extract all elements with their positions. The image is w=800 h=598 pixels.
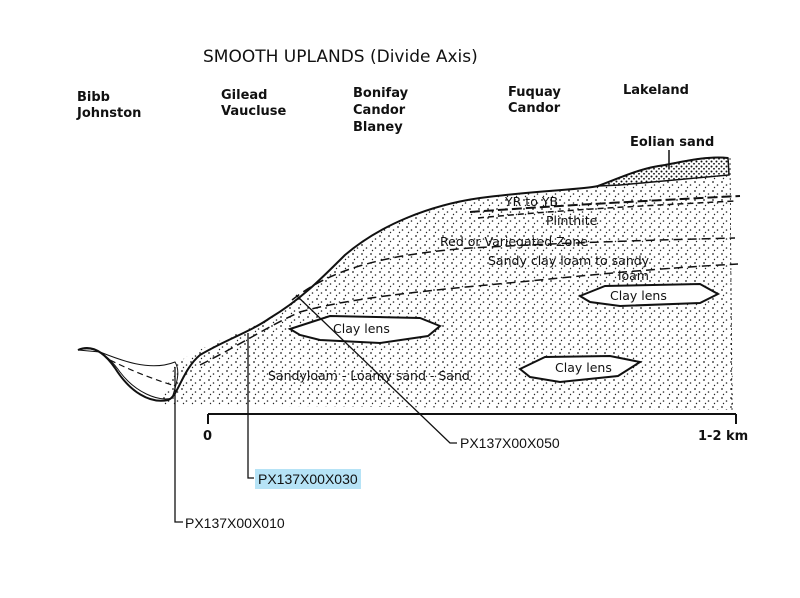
eolian-sand-label: Eolian sand [630,135,714,150]
svg-text:Gilead: Gilead [221,88,267,103]
svg-text:Bonifay: Bonifay [353,86,409,101]
clay-lens-2: Clay lens [577,282,721,308]
svg-text:Candor: Candor [508,101,561,116]
svg-text:1-2 km: 1-2 km [698,429,748,444]
callout-px137x00x010[interactable]: PX137X00X010 [185,515,285,531]
series-bonifay-candor-blaney: Bonifay Candor Blaney [353,86,409,135]
yr-to-yb-label: YR to YB [504,194,558,209]
red-variegated-zone-label: Red or Variegated Zone [440,234,588,249]
valley-alluvium [77,348,179,400]
callout-px137x00x050[interactable]: PX137X00X050 [460,435,560,451]
land-surface-line [77,156,729,402]
series-lakeland: Lakeland [623,83,689,98]
svg-text:Johnston: Johnston [76,106,141,121]
svg-text:0: 0 [203,429,212,444]
plinthite-label: Plinthite [546,213,598,228]
diagram-title: SMOOTH UPLANDS (Divide Axis) [203,47,478,67]
svg-text:Vaucluse: Vaucluse [221,104,287,119]
sandyloam-label: Sandyloam - Loamy sand - Sand [268,368,470,383]
scale-bar: 0 1-2 km [203,413,748,444]
clay-lens-1: Clay lens [287,314,442,345]
series-fuquay-candor: Fuquay Candor [508,85,561,116]
clay-lens-3: Clay lens [518,354,643,384]
svg-text:Clay lens: Clay lens [333,321,390,336]
loam-label: loam [618,268,649,283]
svg-text:Clay lens: Clay lens [610,288,667,303]
soil-body [160,175,733,410]
sandy-clay-loam-label: Sandy clay loam to sandy [488,253,650,268]
svg-text:Blaney: Blaney [353,120,403,135]
svg-text:Clay lens: Clay lens [555,360,612,375]
svg-text:Bibb: Bibb [77,90,110,105]
svg-text:Candor: Candor [353,103,406,118]
series-gilead-vaucluse: Gilead Vaucluse [221,88,287,119]
series-bibb-johnston: Bibb Johnston [76,90,141,121]
svg-text:Fuquay: Fuquay [508,85,561,100]
callout-px137x00x030-selected[interactable]: PX137X00X030 [255,469,361,489]
